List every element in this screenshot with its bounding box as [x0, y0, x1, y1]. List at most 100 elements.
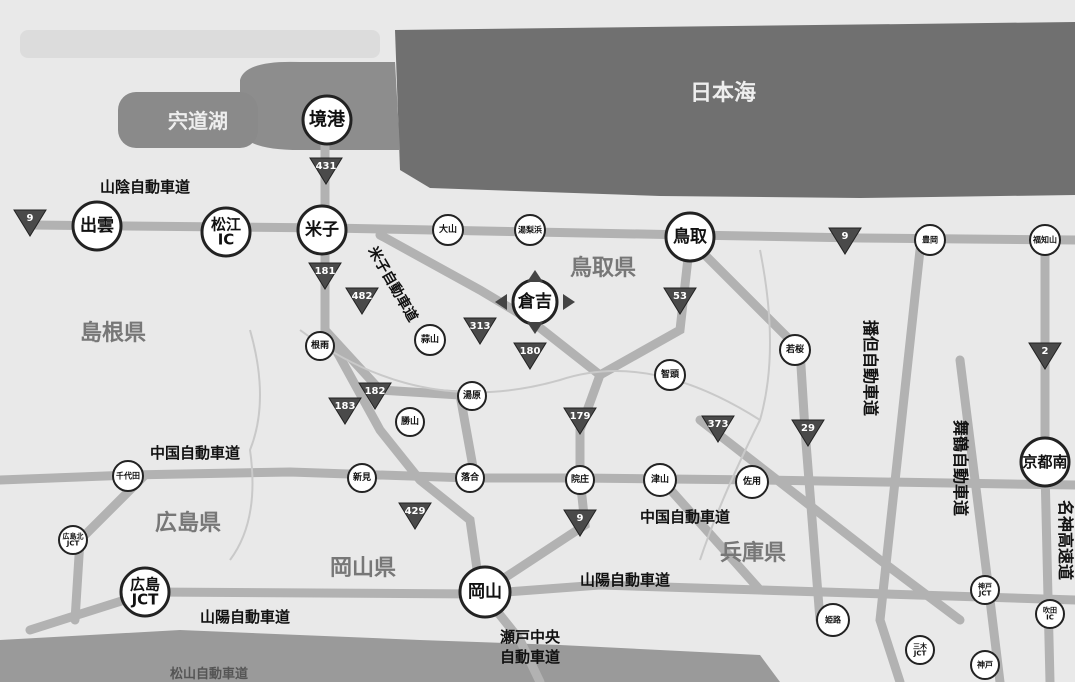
- route-marker-icon: [513, 342, 547, 370]
- city-node-icon: [395, 407, 425, 437]
- place-node-label: 落合: [461, 471, 480, 483]
- label-chugoku-expwy-e: 中国自動車道: [640, 508, 730, 526]
- route-number: 180: [520, 346, 541, 357]
- lake-label: 宍道湖: [168, 109, 228, 133]
- place-node-label: 神戸: [978, 582, 992, 591]
- city-node-icon: [296, 204, 348, 256]
- place-node-label: 津山: [651, 473, 669, 485]
- route-marker-icon: [308, 262, 342, 290]
- label-meishin-expwy: 名神高速道: [1056, 500, 1075, 580]
- place-node-daisen: 大山: [432, 214, 464, 246]
- route-marker-9: 9: [828, 227, 862, 255]
- label-chugoku-expwy-w: 中国自動車道: [150, 444, 240, 462]
- place-node-label: JCT: [131, 591, 160, 609]
- place-node-label: JCT: [66, 540, 80, 548]
- city-node-icon: [458, 565, 512, 619]
- place-node-label: 根雨: [311, 339, 329, 351]
- route-marker-482: 482: [345, 287, 379, 315]
- route-marker-icon: [1028, 342, 1062, 370]
- place-node-label: 千代田: [116, 471, 140, 481]
- place-node-chiyoda: 千代田: [112, 460, 144, 492]
- place-node-chizu: 智頭: [654, 359, 686, 391]
- road-chizu: [685, 235, 825, 625]
- route-number: 9: [577, 513, 584, 524]
- label-setochuo-1: 瀬戸中央: [500, 628, 561, 646]
- route-marker-9: 9: [13, 209, 47, 237]
- city-node-icon: [735, 465, 769, 499]
- place-node-kobe: 神戸: [970, 650, 1000, 680]
- route-marker-182: 182: [358, 382, 392, 410]
- place-node-sakaiminato: 境港: [301, 94, 353, 146]
- place-node-wakasa: 若桜: [779, 334, 811, 366]
- city-node-icon: [347, 463, 377, 493]
- city-node-icon: [1029, 224, 1061, 256]
- seto-inland-sea: [0, 630, 780, 682]
- place-node-label: 大山: [439, 223, 457, 235]
- boundary-okayama-hyogo: [699, 249, 771, 561]
- city-node-icon: [1019, 436, 1071, 488]
- road-west: [0, 470, 135, 485]
- place-node-kyoto-minami: 京都南: [1019, 436, 1071, 488]
- place-node-label: 院庄: [571, 473, 589, 485]
- pref-hyogo: 兵庫県: [720, 540, 786, 566]
- route-marker-53: 53: [663, 287, 697, 315]
- route-number: 373: [708, 419, 729, 430]
- city-node-icon: [457, 381, 487, 411]
- label-setochuo-2: 自動車道: [500, 648, 560, 666]
- route-marker-icon: [328, 397, 362, 425]
- route-marker-icon: [828, 227, 862, 255]
- city-node-icon: [455, 463, 485, 493]
- place-node-label: 豊岡: [922, 235, 938, 245]
- place-node-label: 姫路: [825, 615, 842, 625]
- place-node-okayama: 岡山: [458, 565, 512, 619]
- city-node-icon: [119, 566, 171, 618]
- city-node-icon: [112, 460, 144, 492]
- place-node-label: 蒜山: [421, 333, 439, 345]
- route-number: 2: [1042, 346, 1049, 357]
- route-number: 181: [315, 266, 336, 277]
- route-number: 431: [316, 161, 337, 172]
- road-maizuru: [955, 355, 1005, 682]
- city-node-icon: [565, 465, 595, 495]
- city-node-icon: [200, 206, 252, 258]
- place-node-label: 新見: [353, 471, 371, 483]
- route-number: 29: [801, 423, 815, 434]
- label-harima-expwy: 播但自動車道: [861, 320, 880, 416]
- pref-boundaries: [229, 249, 771, 561]
- boundary-shimane-hiroshima: [229, 329, 261, 561]
- place-node-inba: 院庄: [565, 465, 595, 495]
- route-number: 179: [570, 411, 591, 422]
- city-node-icon: [664, 211, 716, 263]
- place-node-label: 智頭: [661, 368, 680, 380]
- route-marker-29: 29: [791, 419, 825, 447]
- city-node-icon: [1035, 599, 1065, 629]
- label-sanin-expwy: 山陰自動車道: [100, 178, 190, 196]
- sea-label: 日本海: [690, 80, 756, 106]
- place-node-label: JCT: [913, 650, 927, 658]
- city-node-icon: [58, 525, 88, 555]
- city-node-icon: [970, 575, 1000, 605]
- place-node-label: 湯原: [463, 389, 481, 401]
- route-marker-179: 179: [563, 407, 597, 435]
- route-number: 182: [365, 386, 386, 397]
- route-marker-icon: [563, 509, 597, 537]
- city-node-icon: [654, 359, 686, 391]
- place-node-kurayoshi: 倉吉: [511, 278, 559, 326]
- road-sayo: [695, 415, 965, 625]
- boundary-tottori-okayama: [299, 329, 761, 421]
- city-node-icon: [432, 214, 464, 246]
- place-node-label: 鳥取: [673, 226, 707, 247]
- place-node-label: 境港: [309, 109, 346, 131]
- place-node-himeji: 姫路: [816, 603, 850, 637]
- route-marker-icon: [309, 157, 343, 185]
- route-number: 183: [335, 401, 356, 412]
- route-marker-9: 9: [563, 509, 597, 537]
- label-maizuru-expwy: 舞鶴自動車道: [951, 420, 970, 516]
- route-marker-2: 2: [1028, 342, 1062, 370]
- place-node-label: 吹田: [1043, 606, 1057, 615]
